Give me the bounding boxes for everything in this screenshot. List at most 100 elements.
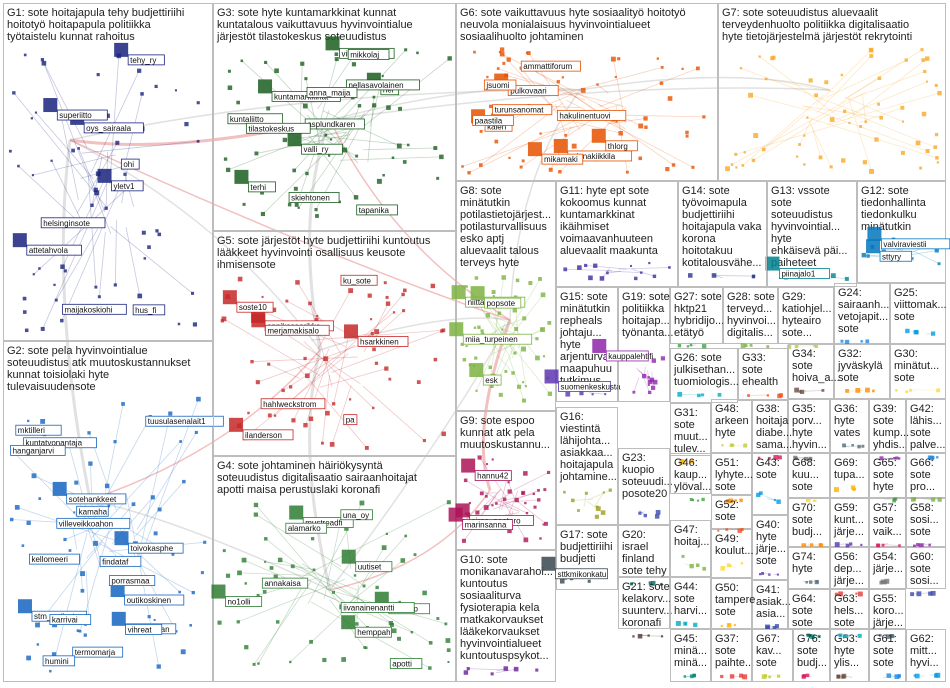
node-label: mikamaki <box>544 155 578 164</box>
graph-node <box>638 157 642 161</box>
graph-node <box>507 57 511 61</box>
group-title-line: neuvola monialaisuus hyvinvointialueet <box>460 19 650 31</box>
node-label: superiitto <box>59 111 92 120</box>
graph-node <box>647 376 650 379</box>
group-title-line: diabe... <box>756 427 792 439</box>
graph-node <box>151 495 155 499</box>
group-panel-g23: G23:kuopiosoteuudi...posote20 <box>619 449 673 525</box>
graph-node <box>416 52 419 55</box>
graph-node <box>201 571 204 574</box>
edge <box>804 390 823 391</box>
graph-node <box>777 574 779 576</box>
graph-node <box>523 538 528 543</box>
group-title-line: G2: sote pela hyvinvointialue <box>7 345 148 357</box>
group-title-line: sote <box>910 427 931 439</box>
graph-node <box>324 134 327 137</box>
avatar <box>867 227 881 241</box>
group-title-line: G9: sote espoo <box>460 415 535 427</box>
edge <box>751 95 810 110</box>
group-title-line: sote <box>715 481 736 493</box>
graph-node <box>384 281 387 284</box>
graph-node <box>581 88 586 93</box>
group-title-line: porv... <box>792 415 822 427</box>
graph-node <box>691 166 694 169</box>
graph-node <box>562 76 564 78</box>
group-title-line: G3: sote hyte kuntamarkkinat kunnat <box>217 7 396 19</box>
graph-node <box>768 573 770 575</box>
group-panel-g48: G48:arkeenhyte <box>712 400 752 453</box>
group-title-line: kuntoutus <box>460 578 508 590</box>
group-panel-g57: G57:sotevaik... <box>870 499 906 548</box>
graph-node <box>533 506 536 509</box>
graph-node <box>81 589 85 593</box>
avatar <box>288 132 302 146</box>
graph-node <box>845 389 849 393</box>
node-label: oys_sairaala <box>86 124 131 133</box>
graph-node <box>403 160 407 164</box>
graph-node <box>417 380 421 384</box>
graph-node <box>634 277 637 280</box>
graph-node <box>495 502 498 505</box>
graph-node <box>543 355 545 357</box>
graph-node <box>734 624 736 626</box>
graph-node <box>839 633 843 637</box>
group-title-line: hoitotyö hoitapapula politiikka <box>7 19 152 31</box>
graph-node <box>849 542 852 545</box>
group-title-line: G62: <box>910 633 934 645</box>
group-title-line: G16: <box>560 411 584 423</box>
graph-node <box>372 348 376 352</box>
graph-node <box>23 310 27 314</box>
graph-node <box>360 501 365 506</box>
group-title-line: sote <box>873 645 894 657</box>
group-title-line: sote <box>910 469 931 481</box>
group-title-line: sote <box>674 419 695 431</box>
graph-node <box>824 80 828 84</box>
graph-node <box>653 380 658 385</box>
graph-node <box>314 208 317 211</box>
group-title-line: G69: <box>834 457 858 469</box>
graph-node <box>304 77 307 80</box>
graph-node <box>676 621 681 626</box>
edge <box>18 166 81 224</box>
graph-node <box>32 473 37 478</box>
graph-node <box>916 591 921 596</box>
graph-node <box>717 530 719 532</box>
graph-node <box>158 508 162 512</box>
group-title-line: hoitotakuu <box>682 245 733 257</box>
graph-node <box>292 169 296 173</box>
edge <box>364 58 449 125</box>
group-title-line: sote <box>742 364 763 376</box>
edge <box>826 60 907 98</box>
group-panel-g29: G29:katiohjel...hyteairosote... <box>779 288 834 350</box>
group-title-line: G68: <box>792 457 816 469</box>
group-title-line: G19: sote <box>622 291 670 303</box>
graph-node <box>718 393 722 397</box>
graph-node <box>341 657 346 662</box>
node-label: porrasmaa <box>111 577 150 586</box>
graph-node <box>526 52 528 54</box>
group-panel-g50: G50:tamperesote <box>712 579 756 629</box>
graph-node <box>311 537 314 540</box>
graph-node <box>429 641 433 645</box>
group-title-line: kump... <box>873 427 909 439</box>
group-title-line: ihmisensote <box>217 259 276 271</box>
group-title-line: johtaju... <box>559 327 602 339</box>
graph-node <box>313 569 316 572</box>
graph-node <box>909 389 912 392</box>
group-title-line: soteuudistus <box>771 209 833 221</box>
graph-node <box>428 666 431 669</box>
graph-node <box>638 634 643 639</box>
edge <box>91 71 139 173</box>
graph-node <box>242 558 247 563</box>
group-panel-g52: G52:sote <box>712 496 752 533</box>
graph-node <box>692 499 694 501</box>
group-title-line: budj... <box>792 526 822 538</box>
graph-node <box>373 96 376 99</box>
graph-node <box>523 471 528 476</box>
graph-node <box>537 489 540 492</box>
graph-node <box>926 81 928 83</box>
graph-node <box>732 444 735 447</box>
graph-node <box>42 61 47 66</box>
graph-node <box>486 76 488 78</box>
edge <box>912 390 939 391</box>
